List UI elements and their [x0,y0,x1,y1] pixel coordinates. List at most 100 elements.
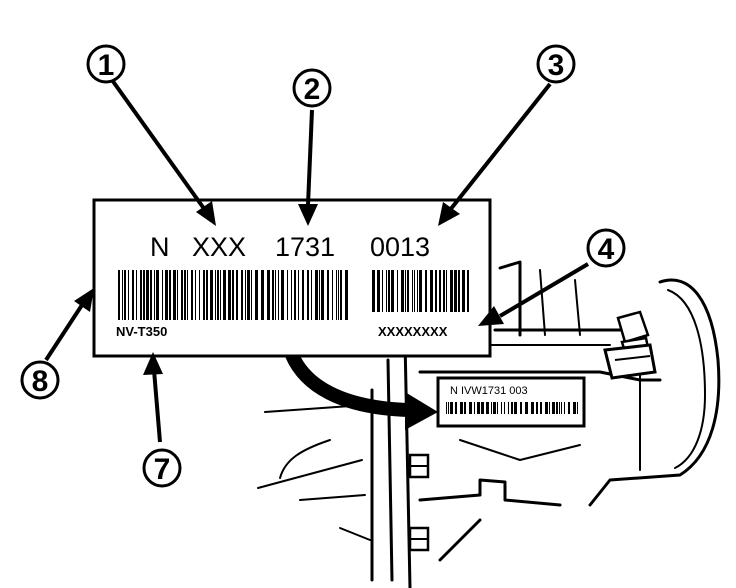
arrow-2-icon [298,109,318,226]
mounted-id-tag: N IVW1731 003 [436,376,586,428]
barcode-bar [232,270,234,320]
barcode-bar [251,270,252,320]
callout-3: 3 [536,44,576,84]
barcode-bar [497,402,498,414]
barcode-bar [514,402,517,414]
barcode-bar [414,270,415,312]
barcode-bar [287,270,288,320]
arrow-7-icon [143,352,163,443]
numbered-circle-icon [586,228,626,268]
barcode-bar [474,402,475,414]
id-label: N XXX 1731 0013 NV-T350 XXXXXXXX [92,198,492,358]
numbered-circle-icon [142,448,182,488]
sub-code: XXXXXXXX [378,324,448,339]
barcode-bar [184,270,186,320]
barcode-bar [448,402,449,414]
barcode-bar [469,402,472,414]
barcode-bar [267,270,270,320]
barcode-bar [150,270,152,320]
callout-1: 1 [86,44,126,84]
bolt-icon [408,453,430,479]
barcode-bar [491,402,492,414]
serial-seq: 0013 [370,232,430,262]
barcode-bar [425,270,427,312]
barcode-bar [450,270,453,312]
barcode-bar [439,270,441,312]
barcode-bar [501,402,502,414]
barcode-bar [165,270,168,320]
transmission-housing [257,260,721,588]
barcode-bar [291,270,292,320]
numbered-circle-icon [536,44,576,84]
barcode-bar [332,270,333,320]
barcode-bar [412,270,413,312]
barcode-bar [321,270,324,320]
barcode-bar [261,270,264,320]
barcode-bar [556,402,558,414]
barcode-bar [143,270,145,320]
barcode-bar [302,270,304,320]
serial-code: XXX [192,232,246,262]
barcode-bar [419,270,422,312]
arrow-4-icon [478,262,590,326]
mounted-tag-text: N IVW1731 003 [450,385,528,397]
barcode-bar [245,270,246,320]
barcode-bar [169,270,171,320]
barcode-bar [140,270,142,320]
barcode-bar [493,402,496,414]
barcode-bar [561,402,562,414]
barcode-bar [435,270,437,312]
barcode-bar [386,270,387,312]
barcode-bar [405,270,406,312]
barcode-bar [443,270,445,312]
callout-number: 3 [548,49,565,82]
barcode-bar [181,270,183,320]
barcode-bar [132,270,134,320]
barcode-bar [338,270,339,320]
barcode-bar [177,270,178,320]
arrow-8-icon [44,288,94,362]
barcode-bar [462,270,465,312]
barcode-bar [146,270,149,320]
barcode-bar [223,270,226,320]
sensor-fitting-icon [603,310,657,380]
barcode-bar [430,270,433,312]
barcode-bar [136,270,137,320]
numbered-circle-icon [20,360,60,400]
serial-part: 1731 [275,232,335,262]
callout-number: 2 [304,73,321,106]
barcode-bar [568,402,570,414]
barcode-secondary [372,270,469,312]
callout-2: 2 [292,68,332,108]
callout-number: 1 [98,49,115,82]
barcode-bar [298,270,299,320]
barcode-bar [531,402,534,414]
barcode-bar [203,270,205,320]
barcode-bar [124,270,126,320]
barcode-bar [504,402,505,414]
barcode-bar [162,270,163,320]
barcode-bar [391,270,394,312]
barcode-bar [536,402,538,414]
barcode-bar [220,270,221,320]
callout-number: 7 [154,453,171,486]
barcode-bar [564,402,565,414]
barcode-bar [236,270,238,320]
barcode-bar [511,402,513,414]
barcode-bar [508,402,509,414]
barcode-bar [455,402,457,414]
barcode-bar [307,270,309,320]
barcode-bar [477,402,480,414]
barcode-bar [294,270,296,320]
barcode-bar [275,270,276,320]
barcode-bar [336,270,337,320]
callout-7: 7 [142,448,182,488]
barcode-bar [486,402,489,414]
callout-number: 4 [598,233,615,266]
callout-4: 4 [586,228,626,268]
barcode-bar [559,402,560,414]
barcode-bar [319,270,320,320]
callout-8: 8 [20,360,60,400]
barcode-bar [382,270,383,312]
barcode-bar [195,270,196,320]
